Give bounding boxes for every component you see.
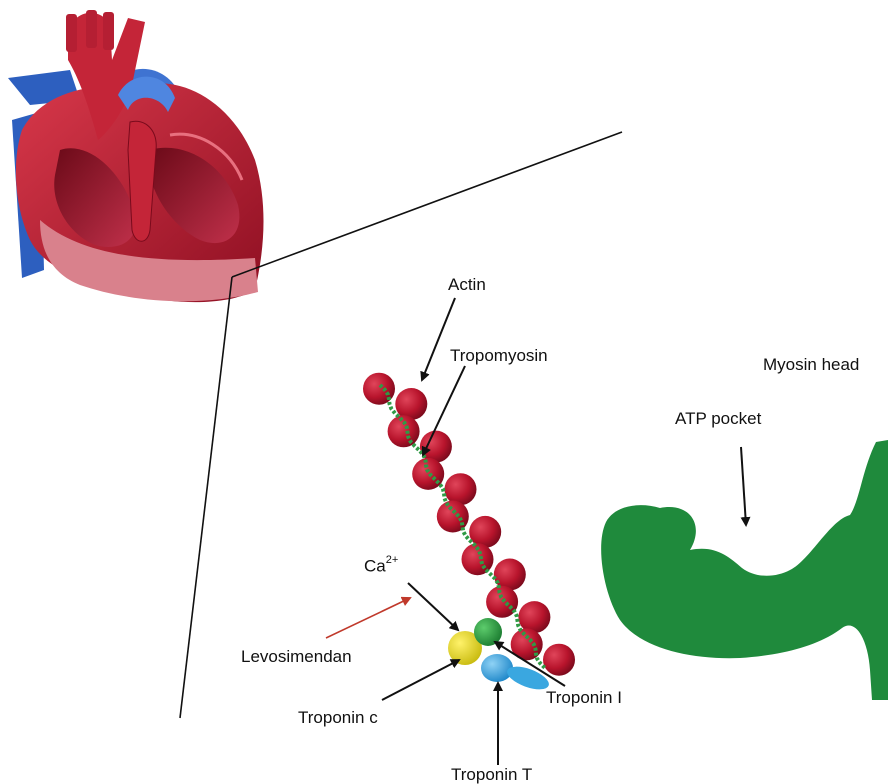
calcium-label-base: Ca [364, 557, 386, 576]
tropomyosin-label: Tropomyosin [450, 347, 548, 364]
myosin-head-label: Myosin head [763, 356, 859, 373]
troponin-i-shape [474, 618, 502, 646]
actin-bead [395, 388, 427, 420]
actin-bead [420, 431, 452, 463]
heart-illustration [8, 10, 264, 302]
actin-arrow [422, 298, 455, 380]
actin-bead [445, 473, 477, 505]
levosimendan-label: Levosimendan [241, 648, 352, 665]
atp-pocket-label: ATP pocket [675, 410, 761, 427]
actin-filament [363, 373, 575, 676]
troponin-i-label: Troponin I [546, 689, 622, 706]
calcium-label-charge: 2+ [386, 554, 399, 566]
calcium-label: Ca2+ [364, 557, 398, 575]
aorta-branch-1 [66, 14, 77, 52]
troponin-t-shape [481, 654, 513, 682]
atp-pocket-arrow [741, 447, 746, 525]
actin-label: Actin [448, 276, 486, 293]
myosin-head-shape [601, 440, 888, 700]
zoom-line-left [180, 277, 232, 718]
actin-bead [543, 644, 575, 676]
levosimendan-arrow [326, 598, 410, 638]
actin-bead [363, 373, 395, 405]
aorta-branch-3 [103, 12, 114, 50]
ca-arrow [408, 583, 458, 630]
troponin-t-label: Troponin T [451, 766, 532, 783]
troponin-c-arrow [382, 660, 459, 700]
aorta-branch-2 [86, 10, 97, 48]
zoom-line-top [232, 132, 622, 277]
actin-bead [518, 601, 550, 633]
actin-bead [388, 415, 420, 447]
troponin-c-label: Troponin c [298, 709, 378, 726]
